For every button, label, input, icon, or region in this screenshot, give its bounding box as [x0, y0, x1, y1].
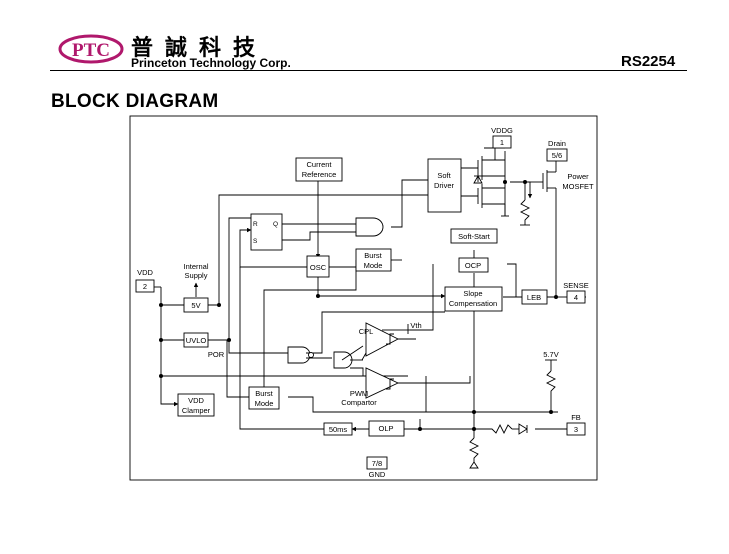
burst-mode-top-block	[355, 248, 392, 272]
burst-mode-bottom-label-1: Burst	[255, 389, 273, 398]
soft-start-block	[450, 228, 498, 244]
svg-text:PTC: PTC	[72, 40, 110, 61]
pin-vdd-number: 2	[143, 282, 147, 291]
pin-drain-number: 5/6	[552, 151, 562, 160]
flipflop-q-label: Q	[273, 221, 278, 228]
power-mosfet-label-2: MOSFET	[562, 182, 594, 191]
leb-block	[521, 289, 548, 305]
burst-mode-bottom-block	[248, 386, 280, 410]
diagram-frame	[129, 115, 598, 481]
current-reference-label-2: Reference	[302, 170, 337, 179]
ptc-logo: PTC	[58, 34, 124, 69]
burst-mode-bottom-label-2: Mode	[255, 399, 274, 408]
current-reference-label-1: Current	[306, 160, 332, 169]
uvlo-block	[183, 332, 209, 348]
v57-label: 5.7V	[543, 350, 558, 359]
company-name-english: Princeton Technology Corp.	[131, 56, 291, 70]
slope-compensation-label-2: Compensation	[449, 299, 497, 308]
pin-gnd-number: 7/8	[372, 459, 382, 468]
olp-label: OLP	[378, 424, 393, 433]
gnd-label: GND	[369, 470, 386, 479]
drain-label: Drain	[548, 139, 566, 148]
ocp-block	[458, 257, 489, 273]
pin-vddg-box	[492, 135, 512, 149]
osc-block	[306, 255, 330, 278]
olp-block	[368, 420, 405, 437]
vddg-label: VDDG	[491, 126, 513, 135]
flipflop-block	[250, 213, 283, 251]
pin-gnd-box	[366, 456, 388, 470]
regulator-5v-block	[183, 297, 209, 313]
soft-driver-label-1: Soft	[437, 171, 451, 180]
burst-mode-top-label-2: Mode	[364, 261, 383, 270]
pwm-comparator-label-1: PWM	[350, 389, 368, 398]
vdd-clamper-block	[177, 393, 215, 417]
osc-label: OSC	[310, 263, 327, 272]
header-rule	[50, 70, 687, 71]
flipflop-s-label: S	[253, 238, 258, 245]
ocp-label: OCP	[465, 261, 481, 270]
pin-vddg-number: 1	[500, 138, 504, 147]
soft-driver-label-2: Driver	[434, 181, 455, 190]
pwm-comparator-label-2: Compartor	[341, 398, 377, 407]
vdd-clamper-label-2: Clamper	[182, 406, 211, 415]
burst-mode-top-label-1: Burst	[364, 251, 382, 260]
delay-50ms-block	[323, 422, 353, 436]
internal-supply-label-1: Internal	[183, 262, 208, 271]
current-reference-block	[295, 157, 343, 182]
cpl-label: CPL	[359, 327, 374, 336]
fb-label: FB	[571, 413, 581, 422]
pin-sense-box	[566, 290, 586, 304]
uvlo-label: UVLO	[186, 336, 207, 345]
pin-drain-box	[546, 148, 568, 162]
vdd-label: VDD	[137, 268, 153, 277]
company-name-chinese: 普誠科技	[131, 36, 268, 61]
flipflop-r-label: R	[253, 221, 258, 228]
internal-supply-label-2: Supply	[185, 271, 208, 280]
leb-label: LEB	[527, 293, 541, 302]
vdd-clamper-label-1: VDD	[188, 396, 204, 405]
part-number: RS2254	[621, 53, 676, 70]
pin-fb-number: 3	[574, 425, 578, 434]
soft-driver-block	[427, 158, 462, 213]
sense-label: SENSE	[563, 281, 588, 290]
regulator-5v-label: 5V	[191, 301, 200, 310]
pin-sense-number: 4	[574, 293, 578, 302]
delay-50ms-label: 50ms	[329, 425, 348, 434]
power-mosfet-label-1: Power	[567, 172, 589, 181]
slope-compensation-label-1: Slope	[463, 289, 482, 298]
pin-vdd-box	[135, 279, 155, 293]
vth-label: Vth	[410, 321, 421, 330]
por-label: POR	[208, 350, 225, 359]
pin-fb-box	[566, 422, 586, 436]
section-title: BLOCK DIAGRAM	[51, 91, 219, 112]
slope-compensation-block	[444, 286, 503, 312]
soft-start-label: Soft-Start	[458, 232, 491, 241]
